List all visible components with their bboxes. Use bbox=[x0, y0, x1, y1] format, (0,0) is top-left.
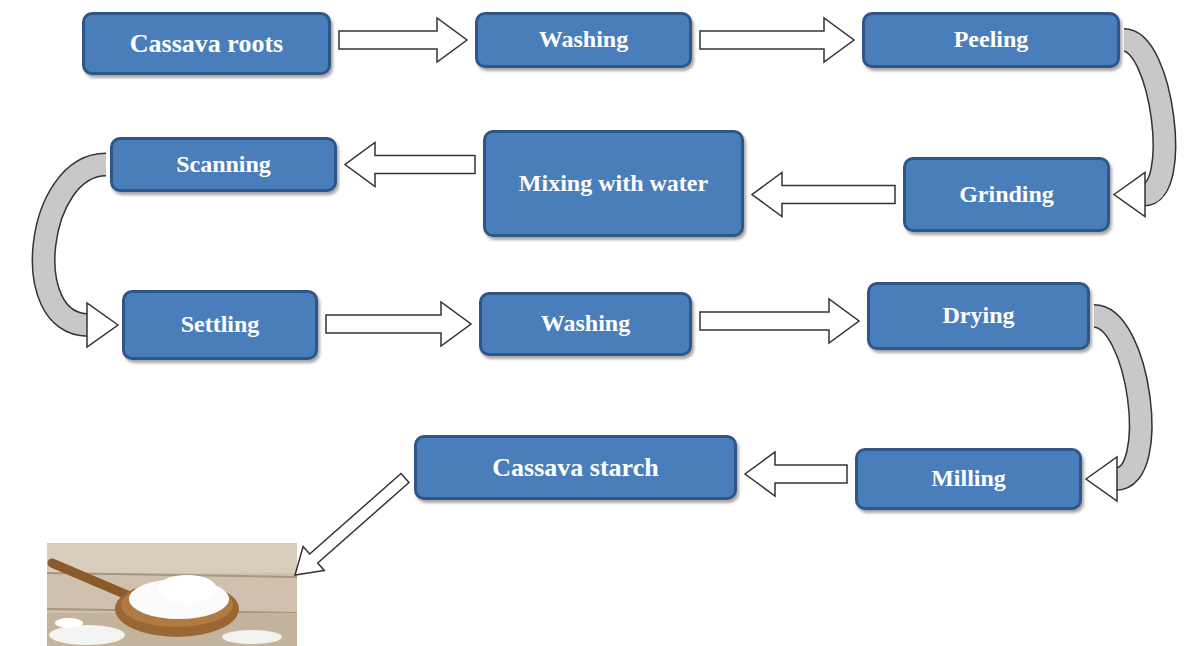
process-box: Milling bbox=[855, 448, 1082, 510]
process-box: Peeling bbox=[862, 12, 1120, 68]
process-box: Drying bbox=[867, 282, 1090, 350]
process-box: Cassava starch bbox=[414, 435, 737, 500]
arrow-head bbox=[1114, 173, 1145, 217]
flow-arrow bbox=[1086, 316, 1141, 501]
block-arrow bbox=[700, 299, 859, 343]
flow-arrow bbox=[745, 452, 847, 496]
block-arrow bbox=[326, 302, 471, 346]
flow-arrow bbox=[44, 165, 118, 348]
process-box: Cassava roots bbox=[82, 12, 331, 75]
flow-arrow bbox=[326, 302, 471, 346]
flow-arrow bbox=[752, 173, 895, 217]
flow-arrow bbox=[700, 18, 854, 62]
block-arrow bbox=[700, 18, 854, 62]
box-label: Mixing with water bbox=[519, 170, 708, 198]
block-arrow bbox=[745, 452, 847, 496]
process-box: Washing bbox=[475, 12, 692, 68]
curve-band bbox=[1124, 40, 1164, 195]
box-label: Washing bbox=[541, 310, 630, 338]
box-label: Settling bbox=[181, 311, 260, 339]
process-box: Settling bbox=[122, 290, 318, 360]
process-box: Grinding bbox=[903, 157, 1110, 232]
block-arrow bbox=[339, 18, 467, 62]
curve-outline bbox=[1124, 40, 1164, 195]
box-label: Milling bbox=[931, 465, 1006, 493]
curve-outline bbox=[44, 165, 106, 326]
process-box: Washing bbox=[479, 292, 692, 356]
process-box: Mixing with water bbox=[483, 130, 744, 237]
curve-outline bbox=[1094, 316, 1141, 479]
box-label: Drying bbox=[943, 302, 1015, 330]
process-box: Scanning bbox=[110, 137, 337, 192]
block-arrow bbox=[345, 143, 475, 187]
curve-band bbox=[1094, 316, 1141, 479]
box-label: Cassava starch bbox=[492, 453, 658, 483]
box-label: Scanning bbox=[176, 151, 271, 179]
photo-arrow bbox=[295, 474, 409, 576]
flow-arrow bbox=[339, 18, 467, 62]
box-label: Grinding bbox=[959, 181, 1054, 209]
starch-photo bbox=[47, 543, 297, 646]
flow-arrow bbox=[345, 143, 475, 187]
arrow-head bbox=[87, 303, 118, 347]
block-arrow bbox=[752, 173, 895, 217]
curve-band bbox=[44, 165, 106, 326]
flow-arrow bbox=[700, 299, 859, 343]
box-label: Peeling bbox=[954, 26, 1029, 54]
box-label: Washing bbox=[539, 26, 628, 54]
flow-arrow bbox=[1114, 40, 1164, 217]
arrow-head bbox=[1086, 457, 1117, 501]
box-label: Cassava roots bbox=[130, 29, 283, 59]
